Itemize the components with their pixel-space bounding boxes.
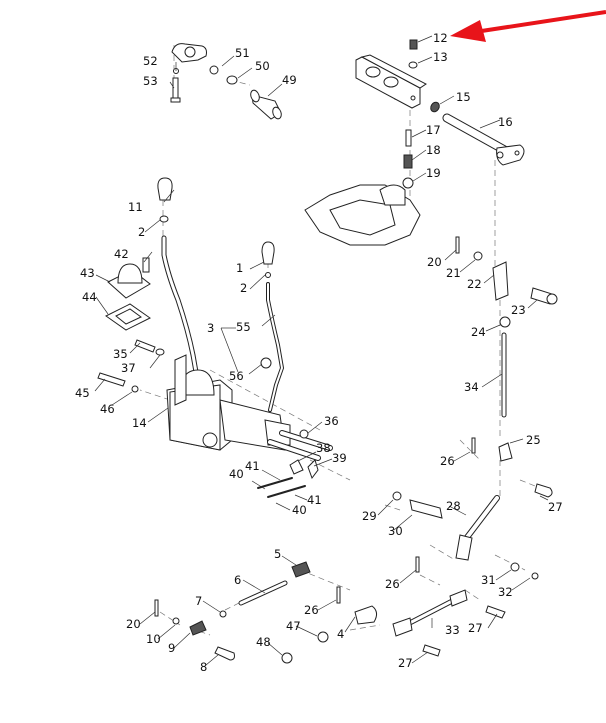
- callout-21: 21: [446, 266, 461, 280]
- callout-28: 28: [446, 499, 461, 513]
- callout-50: 50: [255, 59, 270, 73]
- callout-14: 14: [132, 416, 147, 430]
- small-lever-assembly: [260, 241, 285, 412]
- callout-30: 30: [388, 524, 403, 538]
- callout-42: 42: [114, 247, 129, 261]
- callout-55: 55: [236, 320, 251, 334]
- callout-40: 40: [229, 467, 244, 481]
- callout-25: 25: [526, 433, 541, 447]
- callout-23: 23: [511, 303, 526, 317]
- callout-18: 18: [426, 143, 441, 157]
- callout-51: 51: [235, 46, 250, 60]
- callout-labels: 1 2 2 3 4 5 6 7 8 9 10 11 12 13 14 15 16…: [75, 31, 563, 674]
- callout-46: 46: [100, 402, 115, 416]
- main-lever-assembly: [97, 177, 333, 498]
- leader-lines: [94, 35, 549, 666]
- callout-22: 22: [467, 277, 482, 291]
- callout-6: 6: [234, 573, 241, 587]
- assembly-guide-lines: [139, 45, 546, 636]
- callout-4: 4: [337, 627, 344, 641]
- callout-39: 39: [332, 451, 347, 465]
- callout-1: 1: [236, 261, 243, 275]
- callout-20: 20: [427, 255, 442, 269]
- highlight-arrow: [450, 10, 606, 42]
- callout-49: 49: [282, 73, 297, 87]
- callout-37: 37: [121, 361, 136, 375]
- callout-10: 10: [146, 632, 161, 646]
- callout-33: 33: [445, 623, 460, 637]
- callout-38: 38: [316, 441, 331, 455]
- callout-56: 56: [229, 369, 244, 383]
- selector-block-assembly: [304, 39, 525, 246]
- callout-7: 7: [195, 594, 202, 608]
- callout-34: 34: [464, 380, 479, 394]
- callout-41: 41: [307, 493, 322, 507]
- callout-41: 41: [245, 459, 260, 473]
- callout-48: 48: [256, 635, 271, 649]
- callout-16: 16: [498, 115, 513, 129]
- callout-53: 53: [143, 74, 158, 88]
- callout-26: 26: [440, 454, 455, 468]
- callout-13: 13: [433, 50, 448, 64]
- linkage-assembly: [392, 236, 558, 657]
- callout-9: 9: [168, 641, 175, 655]
- callout-2: 2: [138, 225, 145, 239]
- callout-29: 29: [362, 509, 377, 523]
- callout-35: 35: [113, 347, 128, 361]
- callout-52: 52: [143, 54, 158, 68]
- callout-15: 15: [456, 90, 471, 104]
- callout-20: 20: [126, 617, 141, 631]
- callout-3: 3: [207, 321, 214, 335]
- callout-27: 27: [398, 656, 413, 670]
- bracket-assembly: [170, 43, 282, 120]
- callout-44: 44: [82, 290, 97, 304]
- lower-linkage-assembly: [154, 561, 378, 664]
- callout-47: 47: [286, 619, 301, 633]
- callout-2: 2: [240, 281, 247, 295]
- callout-27: 27: [468, 621, 483, 635]
- callout-24: 24: [471, 325, 486, 339]
- callout-45: 45: [75, 386, 90, 400]
- callout-12-highlighted: 12: [433, 31, 448, 45]
- callout-31: 31: [481, 573, 496, 587]
- callout-27: 27: [548, 500, 563, 514]
- callout-5: 5: [274, 547, 281, 561]
- callout-40: 40: [292, 503, 307, 517]
- callout-8: 8: [200, 660, 207, 674]
- callout-19: 19: [426, 166, 441, 180]
- callout-32: 32: [498, 585, 513, 599]
- callout-43: 43: [80, 266, 95, 280]
- callout-11: 11: [128, 200, 143, 214]
- callout-36: 36: [324, 414, 339, 428]
- callout-26: 26: [385, 577, 400, 591]
- callout-26: 26: [304, 603, 319, 617]
- callout-17: 17: [426, 123, 441, 137]
